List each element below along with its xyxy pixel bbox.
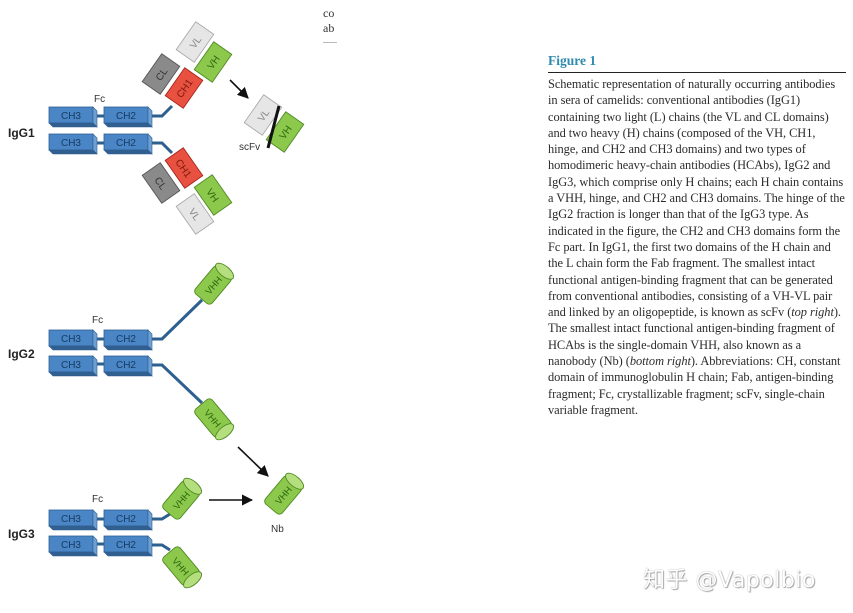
caption-text-1: Schematic representation of naturally oc… — [548, 77, 845, 320]
caption-text-3: ). Abbreviations: CH, constant domain of… — [548, 354, 841, 417]
cut-line-1: co — [323, 6, 335, 20]
caption-body: Schematic representation of naturally oc… — [548, 76, 846, 418]
scfv-vl: VL — [243, 94, 283, 136]
figure-title: Figure 1 — [548, 53, 597, 68]
igg2-ch2-top: CH2 — [103, 329, 153, 351]
igg3-ch3-bottom: CH3 — [48, 535, 98, 557]
igg1-vh-top: VH — [193, 41, 233, 83]
antibody-diagram: IgG1 Fc CH3 CH2 CH3 CH2 CH1 CL VH — [8, 21, 307, 592]
svg-text:CH2: CH2 — [116, 514, 136, 525]
igg1-vh-bottom: VH — [193, 174, 233, 216]
watermark: 知乎 @Vapolbio — [643, 568, 816, 593]
igg2-ch3-top: CH3 — [48, 329, 98, 351]
igg1-cl-bottom: CL — [141, 162, 181, 204]
svg-text:CH3: CH3 — [61, 360, 81, 371]
igg1-ch2-top: CH2 — [103, 106, 153, 128]
scfv-vh: VH — [265, 111, 305, 153]
cut-line-2: ab — [323, 21, 335, 35]
igg3-ch3-top: CH3 — [48, 509, 98, 531]
igg2-fc-label: Fc — [92, 315, 103, 326]
caption-italic-2: bottom right — [629, 354, 691, 369]
igg3-label: IgG3 — [8, 527, 35, 541]
igg2-label: IgG2 — [8, 347, 35, 361]
svg-text:CH2: CH2 — [116, 334, 136, 345]
igg1-ch1-bottom: CH1 — [164, 147, 204, 189]
cropped-text-fragment: co ab — [323, 6, 337, 43]
igg3-ch2-bottom: CH2 — [103, 535, 153, 557]
igg1-cl-top: CL — [141, 53, 181, 95]
igg3-fc-label: Fc — [92, 494, 103, 505]
figure-caption: Figure 1 Schematic representation of nat… — [548, 53, 846, 418]
arrow-to-scfv — [229, 79, 249, 99]
igg1-ch3-bottom: CH3 — [48, 133, 98, 155]
igg3-vhh-top: VHH — [160, 474, 205, 522]
igg3-group: IgG3 Fc CH3 CH2 CH3 CH2 VHH VHH VHH Nb — [8, 469, 307, 592]
nb-label: Nb — [271, 524, 284, 535]
igg2-vhh-bottom: VHH — [192, 396, 237, 444]
svg-text:CH3: CH3 — [61, 138, 81, 149]
igg2-ch3-bottom: CH3 — [48, 355, 98, 377]
igg1-ch2-bottom: CH2 — [103, 133, 153, 155]
caption-text-2: ). The smallest intact functional antige… — [548, 305, 841, 369]
scfv-linker — [266, 105, 281, 149]
svg-text:CH2: CH2 — [116, 540, 136, 551]
igg1-label: IgG1 — [8, 126, 35, 140]
scfv-label: scFv — [239, 142, 260, 153]
igg1-ch1-top: CH1 — [164, 67, 204, 109]
nanobody-vhh: VHH — [262, 469, 307, 517]
igg2-group: IgG2 Fc CH3 CH2 CH3 CH2 VHH VHH — [8, 259, 269, 477]
igg1-vl-top: VL — [175, 21, 215, 63]
svg-text:CH3: CH3 — [61, 540, 81, 551]
arrow-to-nb-from-igg2 — [237, 446, 269, 477]
igg1-fc-label: Fc — [94, 94, 105, 105]
cut-rule — [323, 42, 337, 43]
igg3-ch2-top: CH2 — [103, 509, 153, 531]
svg-text:CH2: CH2 — [116, 360, 136, 371]
caption-divider — [548, 72, 846, 73]
svg-text:CH3: CH3 — [61, 514, 81, 525]
svg-text:CH2: CH2 — [116, 138, 136, 149]
caption-italic-1: top right — [791, 305, 834, 320]
svg-text:CH2: CH2 — [116, 111, 136, 122]
igg1-group: IgG1 Fc CH3 CH2 CH3 CH2 CH1 CL VH — [8, 21, 305, 235]
svg-text:CH3: CH3 — [61, 111, 81, 122]
igg1-ch3-top: CH3 — [48, 106, 98, 128]
igg2-vhh-top: VHH — [192, 259, 237, 307]
svg-text:CH3: CH3 — [61, 334, 81, 345]
igg3-vhh-bottom: VHH — [160, 544, 205, 592]
igg1-vl-bottom: VL — [175, 193, 215, 235]
igg2-ch2-bottom: CH2 — [103, 355, 153, 377]
